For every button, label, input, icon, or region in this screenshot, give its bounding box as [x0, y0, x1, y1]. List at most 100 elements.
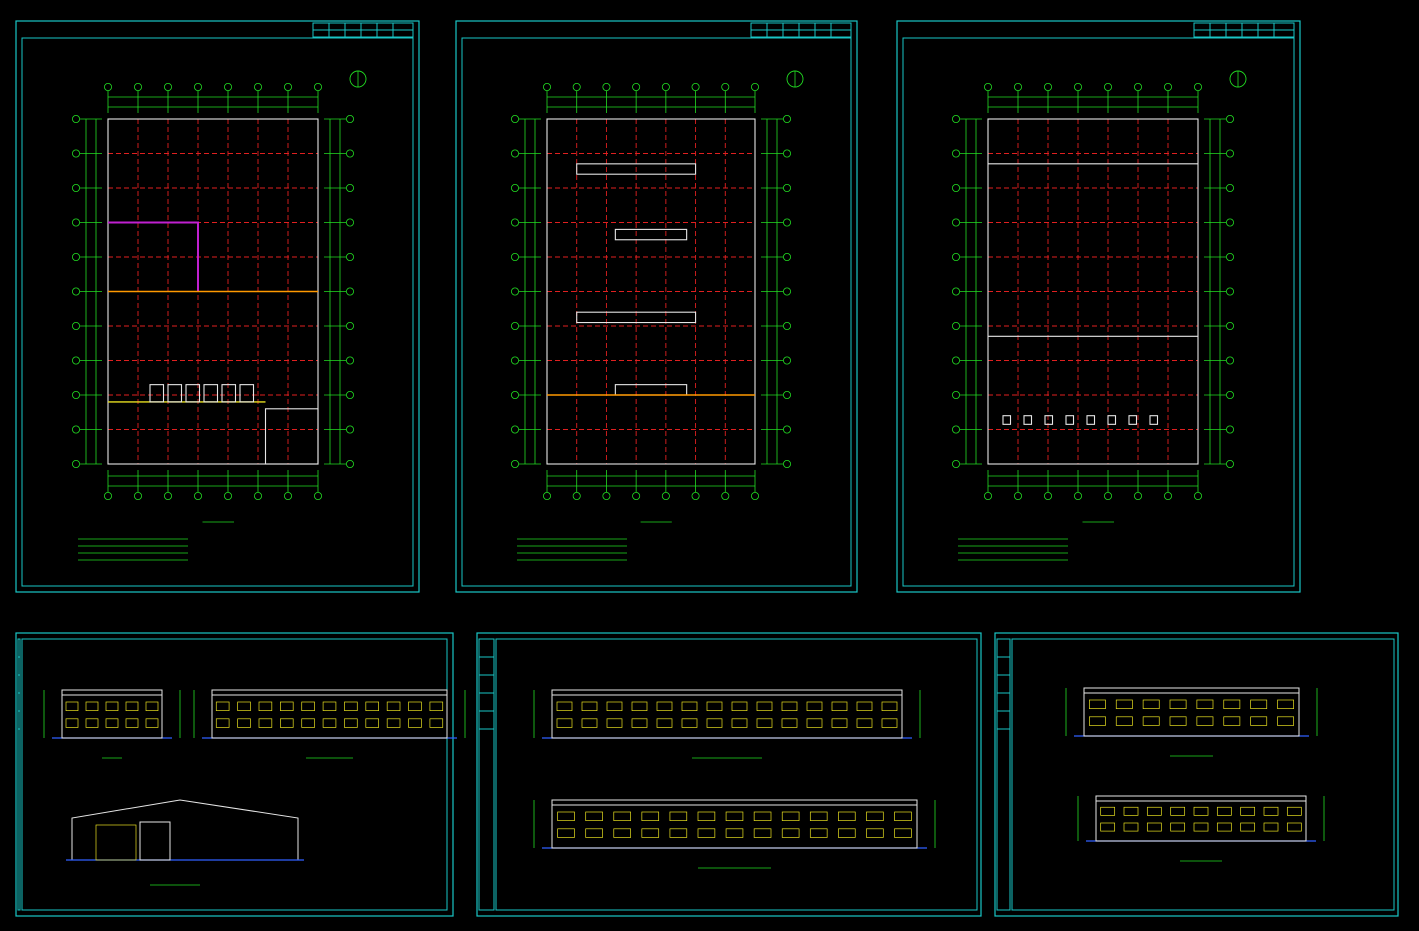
axis-bubble-left	[510, 321, 519, 330]
axis-bubble-left	[952, 356, 961, 365]
window	[1277, 699, 1294, 709]
sheet-border-inner	[461, 37, 852, 587]
floor-plan[interactable]	[510, 70, 804, 561]
axis-bubble-bottom	[1044, 491, 1053, 500]
elevation-view[interactable]	[533, 689, 921, 759]
window	[1123, 822, 1139, 832]
section-window-group	[95, 824, 137, 861]
drawing-sheet[interactable]	[896, 20, 1301, 593]
title-block-frame	[478, 638, 495, 911]
window	[1250, 716, 1268, 726]
axis-bubble-left	[72, 183, 81, 192]
window	[631, 701, 648, 711]
axis-bubble-right	[783, 459, 792, 468]
window	[681, 701, 698, 711]
window	[585, 811, 603, 821]
axis-bubble-bottom	[253, 491, 262, 500]
title-block	[996, 638, 1011, 911]
axis-bubble-left	[72, 390, 81, 399]
drawing-sheets	[15, 20, 1399, 917]
window	[125, 701, 139, 711]
axis-bubble-left	[510, 183, 519, 192]
elevation-view[interactable]	[193, 689, 466, 759]
axis-bubble-left	[510, 149, 519, 158]
window	[631, 718, 648, 728]
window	[831, 718, 848, 728]
axis-bubble-top	[1104, 83, 1113, 92]
axis-bubble-top	[104, 83, 113, 92]
sheet-border-outer	[994, 632, 1399, 917]
axis-bubble-left	[72, 287, 81, 296]
window	[731, 718, 748, 728]
axis-bubble-bottom	[1194, 491, 1203, 500]
floor-plan[interactable]	[952, 70, 1247, 561]
axis-bubble-right	[1226, 321, 1235, 330]
axis-bubble-right	[783, 321, 792, 330]
window	[753, 828, 772, 838]
axis-bubble-right	[345, 149, 354, 158]
axis-bubbles	[952, 83, 1235, 500]
window	[753, 811, 772, 821]
axis-bubble-top	[253, 83, 262, 92]
axis-bubble-bottom	[163, 491, 172, 500]
axis-bubble-right	[345, 390, 354, 399]
drawing-sheet[interactable]	[455, 20, 858, 593]
window	[1089, 699, 1106, 709]
window	[344, 718, 358, 728]
axis-bubble-left	[952, 183, 961, 192]
elevation-view[interactable]	[533, 799, 936, 869]
window	[557, 811, 575, 821]
drawing-sheet[interactable]	[994, 632, 1399, 917]
window	[1277, 716, 1294, 726]
elevation-view[interactable]	[1077, 795, 1325, 862]
desk	[1107, 415, 1117, 425]
axis-bubble-bottom	[1104, 491, 1113, 500]
elevation-view[interactable]	[1065, 687, 1318, 757]
sheet-border-outer	[896, 20, 1301, 593]
window	[606, 718, 623, 728]
elevation-view[interactable]	[43, 689, 181, 759]
drawing-sheet[interactable]	[15, 20, 420, 593]
window	[641, 811, 660, 821]
axis-bubble-right	[783, 356, 792, 365]
axis-bubble-top	[1074, 83, 1083, 92]
window	[697, 828, 716, 838]
axis-bubble-left	[510, 459, 519, 468]
window	[831, 701, 848, 711]
window	[585, 828, 603, 838]
general-notes	[517, 521, 672, 561]
window	[429, 718, 444, 728]
axis-bubble-top	[543, 83, 552, 92]
axis-bubble-right	[345, 321, 354, 330]
axis-bubble-right	[1226, 149, 1235, 158]
axis-bubble-left	[72, 149, 81, 158]
axis-bubble-left	[72, 425, 81, 434]
axis-bubble-left	[72, 218, 81, 227]
axis-bubble-bottom	[133, 491, 142, 500]
building-section[interactable]	[66, 799, 304, 886]
axis-bubble-left	[72, 252, 81, 261]
partition-wall	[108, 221, 199, 292]
dimension-lines	[85, 96, 341, 487]
axis-bubble-right	[783, 287, 792, 296]
title-block	[478, 638, 495, 911]
axis-bubble-bottom	[632, 491, 641, 500]
desk	[1023, 415, 1033, 425]
axis-bubble-right	[345, 115, 354, 124]
axis-bubble-top	[1134, 83, 1143, 92]
drawing-sheet[interactable]	[15, 632, 454, 917]
window	[1223, 716, 1241, 726]
window	[1250, 699, 1268, 709]
window	[280, 718, 294, 728]
window	[894, 811, 912, 821]
desk	[1044, 415, 1054, 425]
axis-bubble-left	[952, 115, 961, 124]
axis-bubble-left	[952, 390, 961, 399]
window	[365, 718, 379, 728]
window	[894, 828, 912, 838]
floor-plan[interactable]	[72, 70, 367, 561]
window	[581, 701, 598, 711]
drawing-sheet[interactable]	[476, 632, 982, 917]
axis-bubble-right	[345, 459, 354, 468]
